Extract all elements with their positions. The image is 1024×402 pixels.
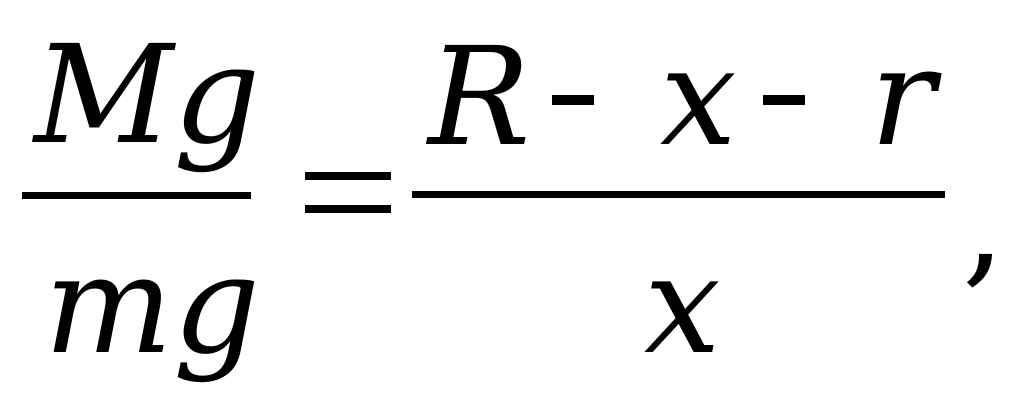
minus-sign-1	[552, 95, 594, 105]
left-fraction-bar	[22, 192, 251, 199]
right-fraction-bar	[412, 191, 945, 198]
equals-top-bar	[305, 172, 391, 180]
minus-sign-2	[763, 95, 805, 105]
right-denominator: x	[644, 227, 721, 385]
left-denominator: mg	[44, 227, 261, 385]
right-numerator-term-2: x	[660, 19, 737, 177]
equals-bottom-bar	[305, 205, 391, 213]
trailing-comma: ,	[962, 144, 1006, 302]
right-numerator-term-1: R	[428, 19, 531, 177]
left-numerator: Mg	[34, 17, 261, 175]
right-numerator-term-3: r	[870, 19, 936, 177]
